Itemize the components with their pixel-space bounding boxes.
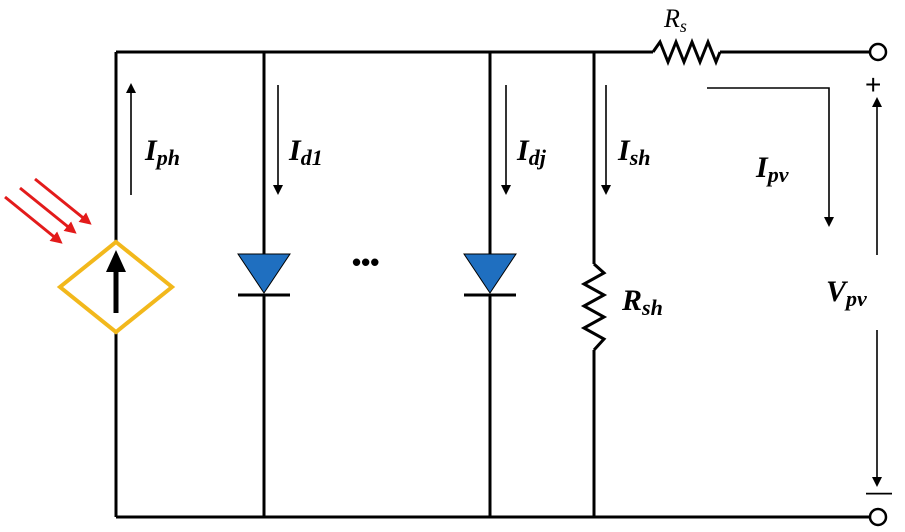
ellipsis: ••• [352, 247, 379, 277]
diode-j-branch [463, 52, 517, 517]
id1-label: Id1 [288, 134, 323, 170]
plus-sign: + [865, 69, 881, 100]
shunt-branch [580, 52, 608, 517]
rs-label: Rs [663, 4, 687, 36]
ipv-arrow [707, 87, 834, 227]
current-source-branch [56, 52, 176, 517]
idj-label: Idj [516, 134, 547, 170]
ish-label: Ish [617, 134, 650, 170]
positive-terminal [868, 42, 888, 62]
diode-1-icon [237, 253, 291, 294]
shunt-resistor [580, 262, 608, 352]
diode-j-icon [463, 253, 517, 294]
vpv-label: Vpv [826, 275, 867, 311]
series-resistor [651, 37, 722, 67]
negative-terminal [868, 507, 888, 527]
light-rays-icon [4, 177, 92, 244]
diode-1-branch [237, 52, 291, 517]
rsh-label: Rsh [621, 284, 663, 320]
ipv-label: Ipv [755, 151, 789, 187]
minus-sign: — [866, 476, 892, 506]
iph-label: Iph [144, 134, 180, 170]
